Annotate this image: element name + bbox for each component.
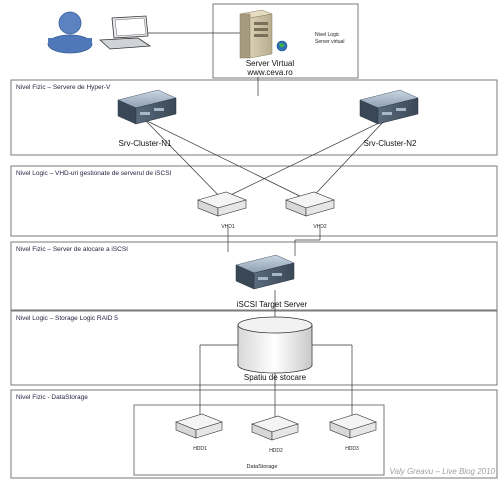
- level-note-line2: Server virtual: [315, 39, 344, 45]
- connections: [144, 32, 386, 420]
- datastorage-label: DataStorage: [247, 464, 278, 470]
- cluster-n1-label: Srv-Cluster-N1: [119, 139, 172, 148]
- hdd-icon: [175, 413, 223, 439]
- server-domain-label: www.ceva.ro: [246, 68, 293, 77]
- layer-title-datastorage: Nivel Fizic - DataStorage: [16, 394, 88, 401]
- level-note-line1: Nivel Logic: [315, 32, 340, 38]
- datastorage-inner-box: [133, 404, 385, 476]
- hdd-icon: [329, 413, 377, 439]
- hdd-icon: [251, 415, 299, 441]
- vhd-drive-icon: [285, 191, 335, 217]
- tower-server-icon: [239, 9, 273, 59]
- laptop-icon: [99, 15, 152, 50]
- server-rack-icon: [235, 254, 295, 290]
- virtual-server-box: [212, 3, 359, 79]
- hdd1-label: HDD1: [193, 446, 207, 452]
- layer-box-hyperv: [10, 79, 498, 156]
- layer-title-vhd: Nivel Logic – VHD-uri gestionate de serv…: [16, 170, 172, 177]
- link-n2-vhd2: [304, 119, 386, 206]
- storage-cylinder-icon: [237, 316, 313, 374]
- cluster-n2-label: Srv-Cluster-N2: [364, 139, 417, 148]
- globe-icon: [276, 40, 288, 52]
- layer-title-hyperv: Nivel Fizic – Servere de Hyper-V: [16, 84, 111, 91]
- watermark-text: Valy Greavu – Live Blog 2010: [389, 467, 495, 476]
- storage-label: Spatiu de stocare: [244, 373, 307, 382]
- vhd-drive-icon: [197, 191, 247, 217]
- server-virtual-label: Server Virtual: [246, 59, 295, 68]
- link-n2-vhd1: [209, 119, 386, 206]
- layer-title-raid: Nivel Logic – Storage Logic RAID 5: [16, 315, 118, 322]
- layer-box-vhd: [10, 165, 498, 237]
- link-n1-vhd1: [144, 119, 229, 206]
- server-rack-icon: [117, 89, 177, 125]
- iscsi-server-label: iSCSI Target Server: [237, 300, 308, 309]
- user-icon: [47, 11, 93, 54]
- hdd3-label: HDD3: [345, 446, 359, 452]
- vhd2-label: VHD2: [313, 224, 327, 230]
- server-rack-icon: [359, 89, 419, 125]
- link-n1-vhd2: [144, 119, 319, 206]
- layer-title-iscsi: Nivel Fizic – Server de alocare a iSCSI: [16, 246, 128, 253]
- hdd2-label: HDD2: [269, 448, 283, 454]
- vhd1-label: VHD1: [221, 224, 235, 230]
